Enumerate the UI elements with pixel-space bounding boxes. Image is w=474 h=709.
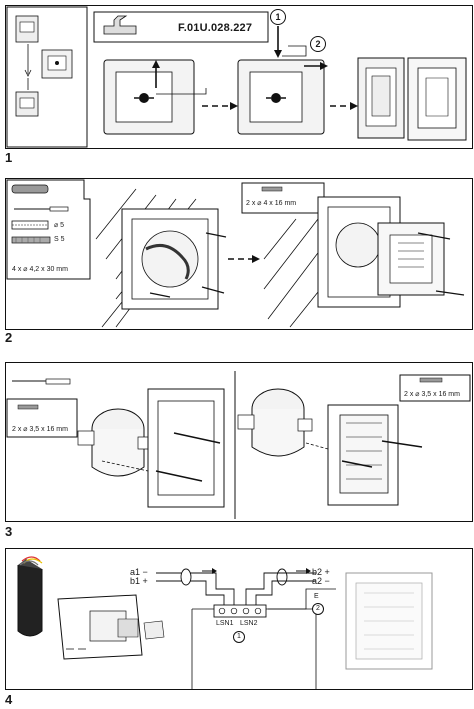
step2-illustration	[6, 179, 465, 328]
step-number-3: 3	[5, 524, 13, 539]
step1-panel: F.01U.028.227 1 2	[5, 5, 473, 149]
step2-panel: ⌀ 5 S 5 4 x ⌀ 4,2 x 30 mm 2 x ⌀ 4 x 16 m…	[5, 178, 473, 330]
step1-illustration	[6, 6, 467, 148]
label-lsn1: LSN1	[216, 620, 234, 627]
callout-1: 1	[233, 631, 245, 643]
label-a2: a2 −	[312, 576, 330, 586]
step4-panel: a1 − b1 + b2 + a2 − E 2 LSN1 LSN2 1	[5, 548, 473, 690]
label-b2: b2 +	[312, 567, 330, 577]
step-number-2: 2	[5, 330, 13, 345]
callout-2: 2	[310, 36, 326, 52]
label-a1: a1 −	[130, 567, 148, 577]
screw-spec-left: 4 x ⌀ 4,2 x 30 mm	[12, 266, 68, 273]
part-number-label: F.01U.028.227	[178, 22, 253, 34]
dowel-label: ⌀ 5	[54, 222, 65, 229]
label-b1: b1 +	[130, 576, 148, 586]
callout-2: 2	[312, 603, 324, 615]
step3-illustration	[6, 371, 471, 519]
step-number-4: 4	[5, 692, 13, 707]
screw-spec-left: 2 x ⌀ 3,5 x 16 mm	[12, 426, 68, 433]
label-lsn2: LSN2	[240, 620, 258, 627]
screw-spec-right: 2 x ⌀ 4 x 16 mm	[246, 200, 297, 207]
step3-panel: 2 x ⌀ 3,5 x 16 mm 2 x ⌀ 3,5 x 16 mm	[5, 362, 473, 522]
step-number-1: 1	[5, 150, 13, 165]
drill-label: S 5	[54, 236, 65, 243]
callout-1: 1	[270, 9, 286, 25]
screw-spec-right: 2 x ⌀ 3,5 x 16 mm	[404, 391, 460, 398]
step4-illustration	[17, 556, 433, 689]
label-e: E	[314, 593, 319, 600]
